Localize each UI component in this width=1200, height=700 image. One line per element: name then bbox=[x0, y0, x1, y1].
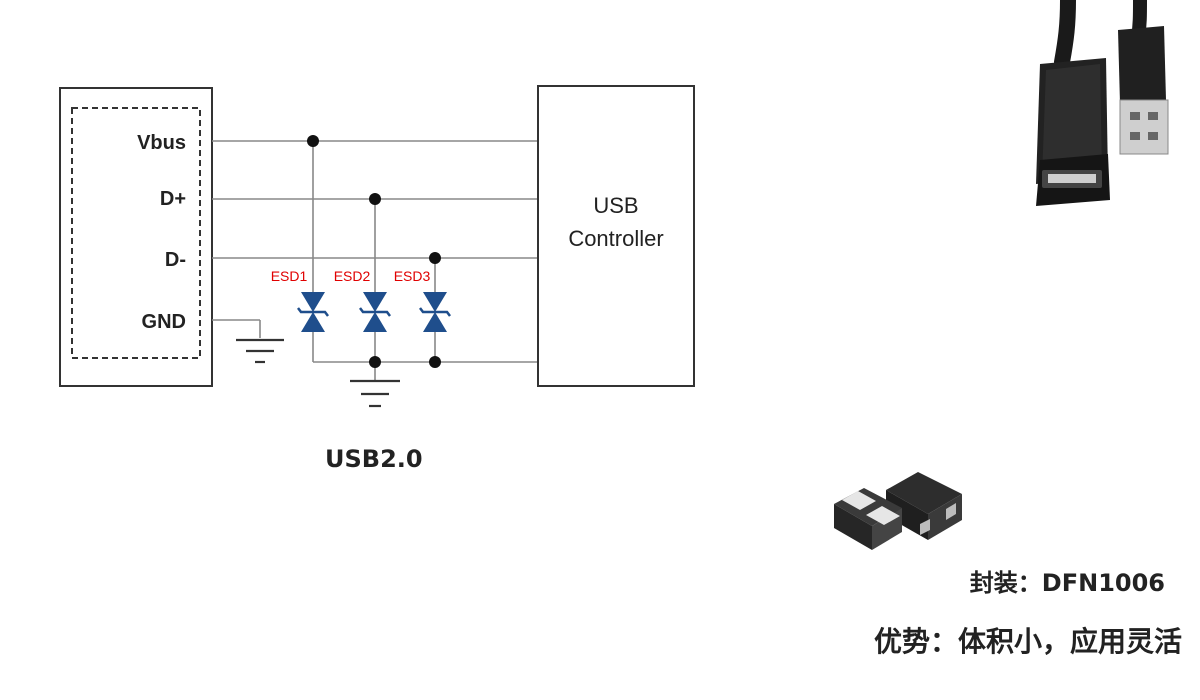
esd1-diode-icon bbox=[297, 292, 329, 332]
esd3-label: ESD3 bbox=[394, 268, 431, 284]
ground-symbol-center bbox=[350, 379, 400, 408]
esd1-label: ESD1 bbox=[271, 268, 308, 284]
pin-label-vbus: Vbus bbox=[137, 132, 186, 154]
controller-label-line1: USB bbox=[593, 193, 638, 218]
junction-dminus bbox=[429, 252, 441, 264]
advantage-caption: 优势：体积小，应用灵活 bbox=[873, 625, 1182, 658]
usb-connector-box bbox=[59, 87, 213, 387]
usb-connector-dashed-outline bbox=[71, 107, 201, 359]
junction-dplus bbox=[369, 193, 381, 205]
signal-wires bbox=[212, 140, 538, 380]
usb-version-caption: USB2.0 bbox=[325, 445, 423, 473]
pin-label-gnd: GND bbox=[142, 311, 186, 333]
esd2-diode-icon bbox=[359, 292, 391, 332]
ground-symbol-left bbox=[236, 338, 284, 364]
esd2-label: ESD2 bbox=[334, 268, 371, 284]
esd3-diode-icon bbox=[419, 292, 451, 332]
pin-label-dplus: D+ bbox=[160, 188, 186, 210]
junction-gnd-esd3 bbox=[429, 356, 441, 368]
junction-dots bbox=[307, 135, 441, 368]
dfn1006-package-image bbox=[834, 472, 962, 550]
package-caption: 封装：DFN1006 bbox=[969, 569, 1165, 597]
usb-controller-box bbox=[537, 85, 695, 387]
junction-gnd-esd2 bbox=[369, 356, 381, 368]
junction-vbus bbox=[307, 135, 319, 147]
usb-cable-image bbox=[1036, 0, 1169, 206]
pin-label-dminus: D- bbox=[165, 249, 186, 271]
controller-label-line2: Controller bbox=[568, 226, 663, 251]
